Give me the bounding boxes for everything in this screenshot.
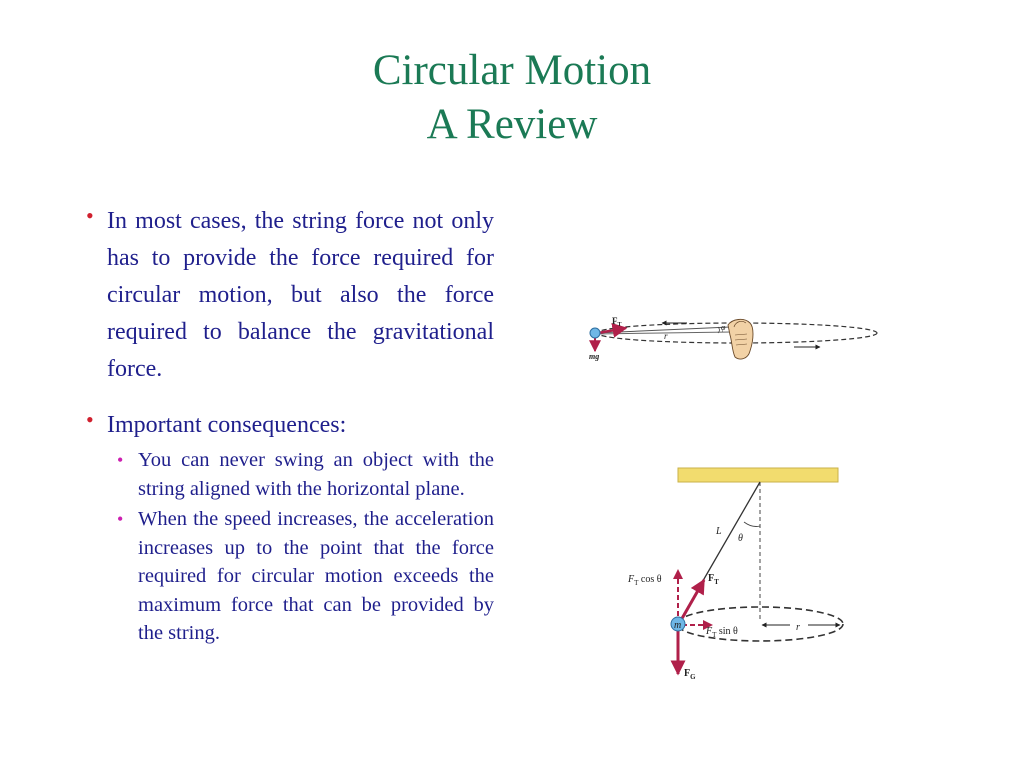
bullet-list: • In most cases, the string force not on…	[84, 203, 494, 648]
label-r: r	[664, 331, 668, 341]
bullet-marker: •	[86, 407, 94, 432]
sub-bullet-text: You can never swing an object with the s…	[138, 449, 494, 500]
phi-arc	[717, 326, 720, 334]
label-ft-sin: FT sin θ	[705, 626, 738, 639]
bullet-text: In most cases, the string force not only…	[107, 208, 494, 382]
bullet-item: • In most cases, the string force not on…	[84, 203, 494, 388]
ceiling	[677, 467, 839, 483]
label-m: m	[674, 620, 681, 631]
sub-bullet-item: • When the speed increases, the accelera…	[84, 505, 494, 648]
label-fg: FG	[684, 668, 696, 681]
label-L: L	[715, 526, 722, 537]
title-line-1: Circular Motion	[372, 47, 652, 94]
tension-arrow	[597, 322, 628, 338]
bullet-marker: •	[86, 203, 94, 228]
title-line-2: A Review	[426, 101, 598, 148]
tension-arrow	[678, 578, 706, 623]
label-theta: θ	[738, 533, 743, 544]
label-ft: FT	[612, 316, 622, 328]
hand-icon	[727, 318, 754, 360]
theta-arc	[743, 521, 761, 527]
ball	[589, 327, 601, 339]
ball	[670, 616, 686, 632]
label-mg: mg	[589, 352, 599, 361]
sub-bullet-item: • You can never swing an object with the…	[84, 446, 494, 503]
horizontal-swing-figure: FT φ r mg	[589, 316, 878, 361]
label-phi: φ	[721, 323, 726, 332]
sub-bullet-marker: •	[117, 450, 124, 470]
circular-path	[676, 606, 844, 642]
conical-pendulum-figure: m L θ FT FT cos θ FT sin θ r FG	[627, 467, 844, 681]
sub-bullet-text: When the speed increases, the accelerati…	[138, 508, 494, 644]
label-ft-cos: FT cos θ	[627, 574, 662, 587]
bullet-item: • Important consequences:	[84, 407, 494, 444]
bullet-text: Important consequences:	[107, 412, 347, 438]
sub-bullet-marker: •	[117, 509, 124, 529]
label-r: r	[796, 622, 800, 633]
slide-title: Circular Motion A Review	[0, 44, 1024, 152]
label-ft: FT	[708, 573, 719, 586]
